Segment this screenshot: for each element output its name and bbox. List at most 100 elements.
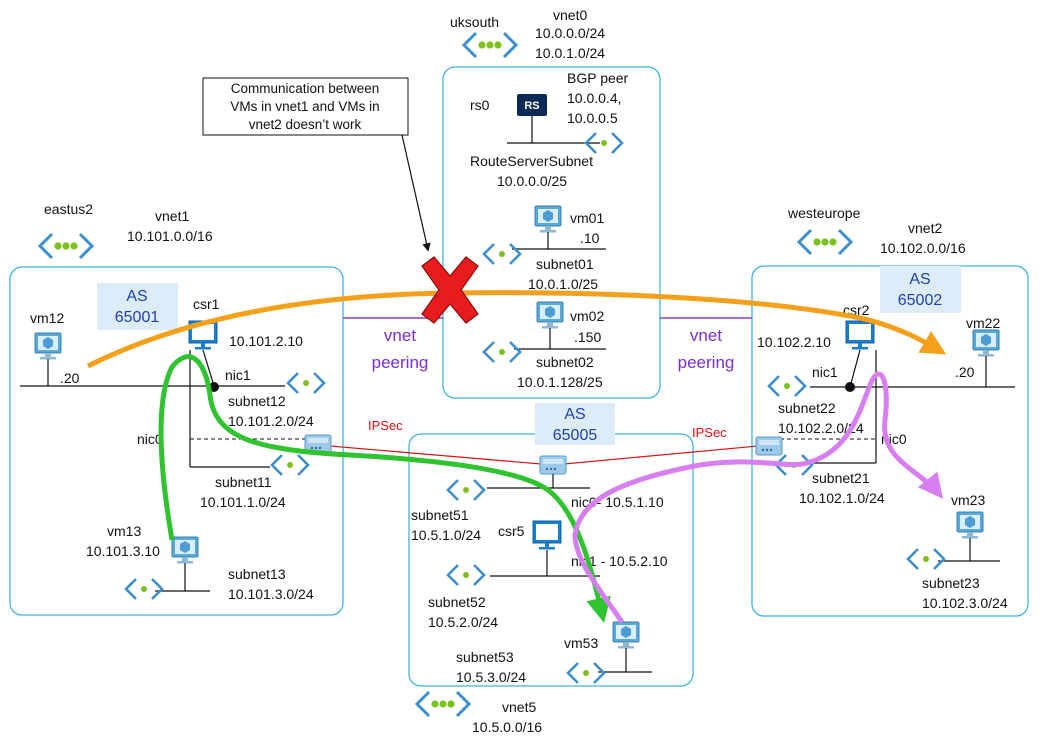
path-vm13-to-vm53-green <box>158 354 611 623</box>
path-vm12-to-vm22-orange <box>86 290 947 369</box>
ipsec-right-label: IPSec <box>692 425 727 440</box>
vnet2-name: vnet2 <box>908 220 942 236</box>
svg-text:RS: RS <box>524 100 539 112</box>
vnet1-region: eastus2 <box>44 201 93 217</box>
vnet0-box <box>442 66 661 399</box>
vm12-icon <box>34 332 62 360</box>
csr5-name: csr5 <box>498 523 525 539</box>
vnet2-as-number: 65002 <box>898 292 943 309</box>
bgp-peer-ip1: 10.0.0.4, <box>567 90 622 106</box>
note-line-2: VMs in vnet1 and VMs in <box>230 99 379 114</box>
vnet0-prefix-1: 10.0.0.0/24 <box>535 25 605 41</box>
csr5-nic1-label: nic1 - 10.5.2.10 <box>571 553 668 569</box>
csr5-vpn-gateway-icon <box>539 455 567 475</box>
vnet1-as-label: AS <box>126 288 147 305</box>
subnet02-icon <box>482 340 522 364</box>
vnet2-prefix: 10.102.0.0/16 <box>880 240 966 256</box>
subnet52-prefix: 10.5.2.0/24 <box>428 614 498 630</box>
route-server-icon: RS <box>517 94 547 116</box>
vnet5-prefix: 10.5.0.0/16 <box>472 719 542 735</box>
vnet1-as-box <box>97 283 178 330</box>
subnet51-icon <box>446 478 486 502</box>
vm23-name: vm23 <box>951 492 985 508</box>
csr1-nic1-wire <box>202 349 215 387</box>
csr1-name: csr1 <box>193 296 220 312</box>
subnet12-icon <box>286 371 326 395</box>
peering-right-line1: vnet <box>690 326 722 345</box>
vm22-name: vm22 <box>966 315 1000 331</box>
subnet21-name: subnet21 <box>812 470 870 486</box>
peering-left-line1: vnet <box>384 326 416 345</box>
vnet5-as-box <box>535 403 615 445</box>
subnet23-name: subnet23 <box>922 575 980 591</box>
subnet01-prefix: 10.0.1.0/25 <box>528 276 598 292</box>
vm53-icon <box>612 621 640 649</box>
subnet53-icon <box>566 661 606 685</box>
path-vm53-to-vm23-violet <box>572 371 944 624</box>
vm02-name: vm02 <box>570 308 604 324</box>
route-server-subnet-prefix: 10.0.0.0/25 <box>497 173 567 189</box>
csr2-icon <box>845 320 875 350</box>
bgp-peer-label: BGP peer <box>567 70 629 86</box>
subnet52-icon <box>446 563 486 587</box>
vm13-icon <box>171 536 199 564</box>
vnet5-as-label: AS <box>564 406 585 423</box>
vnet0-icon <box>462 31 518 59</box>
subnet11-icon <box>270 453 310 477</box>
subnet12-name: subnet12 <box>228 393 286 409</box>
route-server-name: rs0 <box>470 97 490 113</box>
vnet2-icon <box>797 228 853 256</box>
vnet2-as-box <box>880 266 961 313</box>
bgp-peer-ip2: 10.0.0.5 <box>567 110 618 126</box>
subnet22-icon <box>767 374 807 398</box>
vnet5-name: vnet5 <box>502 699 536 715</box>
vm12-name: vm12 <box>30 310 64 326</box>
csr2-nic1-wire <box>849 349 861 388</box>
subnet23-prefix: 10.102.3.0/24 <box>922 595 1008 611</box>
subnet53-prefix: 10.5.3.0/24 <box>456 669 526 685</box>
vm01-icon <box>534 205 562 233</box>
subnet11-name: subnet11 <box>215 474 272 490</box>
vnet0-name: vnet0 <box>553 7 587 23</box>
subnet13-name: subnet13 <box>228 566 286 582</box>
subnet01-name: subnet01 <box>536 256 594 272</box>
vnet5-icon <box>415 690 471 718</box>
subnet53-name: subnet53 <box>456 649 514 665</box>
vm13-name: vm13 <box>107 523 141 539</box>
vnet0-region: uksouth <box>450 14 499 30</box>
vm12-ip: .20 <box>60 370 80 386</box>
subnet12-prefix: 10.101.2.0/24 <box>228 413 314 429</box>
csr2-nic1-label: nic1 <box>812 364 838 380</box>
csr1-ip: 10.101.2.10 <box>229 333 303 349</box>
vnet0-prefix-2: 10.0.1.0/24 <box>535 45 605 61</box>
vm13-ip: 10.101.3.10 <box>86 543 160 559</box>
vm23-icon <box>956 511 984 539</box>
vnet1-as-number: 65001 <box>115 309 160 326</box>
csr5-icon <box>532 520 562 550</box>
ipsec-tunnel-right <box>552 444 770 466</box>
note-arrow <box>401 134 431 252</box>
subnet13-prefix: 10.101.3.0/24 <box>228 586 314 602</box>
note-line-3: vnet2 doesn’t work <box>249 117 362 132</box>
subnet22-prefix: 10.102.2.0/24 <box>778 420 864 436</box>
subnet23-icon <box>906 547 946 571</box>
ipsec-left-label: IPSec <box>368 418 403 433</box>
subnet51-prefix: 10.5.1.0/24 <box>411 527 481 543</box>
vm01-name: vm01 <box>570 210 604 226</box>
csr1-nic0-label: nic0 <box>137 431 163 447</box>
subnet52-name: subnet52 <box>428 594 486 610</box>
vnet5-as-number: 65005 <box>553 427 598 444</box>
subnet21-prefix: 10.102.1.0/24 <box>799 490 885 506</box>
subnet02-name: subnet02 <box>536 354 594 370</box>
vm22-icon <box>972 329 1000 357</box>
blocked-x-icon <box>421 256 479 324</box>
csr1-nic1-label: nic1 <box>225 367 251 383</box>
vnet1-icon <box>38 232 94 260</box>
vm02-ip: .150 <box>574 329 601 345</box>
vm53-name: vm53 <box>564 635 598 651</box>
peering-right-line2: peering <box>678 353 735 372</box>
subnet51-name: subnet51 <box>411 507 469 523</box>
note-line-1: Communication between <box>231 81 380 96</box>
